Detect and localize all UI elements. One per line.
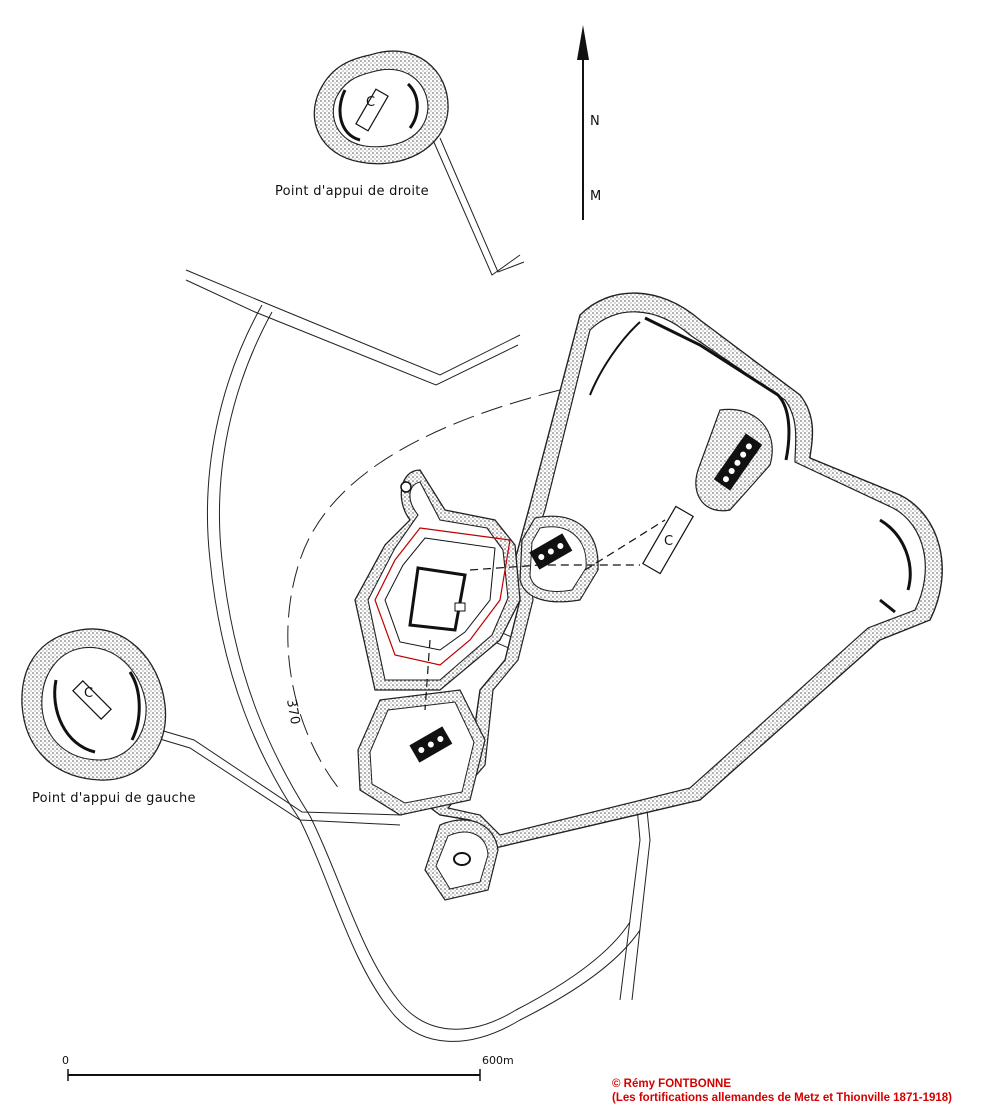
scale-end: 600m [482,1054,514,1067]
battery-south [357,689,486,816]
north-arrow: N M [577,25,602,220]
credit-author: © Rémy FONTBONNE [612,1078,732,1090]
main-enceinte [418,292,943,849]
communication-lines [424,519,666,711]
casern-label-east: C [664,534,673,549]
scale-bar: 0 600m [62,1054,514,1081]
casern-label-right: C [366,95,375,110]
outpost-left: C Point d'appui de gauche [21,628,196,806]
copyright-credit: © Rémy FONTBONNE (Les fortifications all… [612,1077,952,1105]
red-outline [374,527,511,666]
outpost-right-label: Point d'appui de droite [275,184,429,199]
casern-east: C [642,505,694,575]
south-redoubt [424,819,499,901]
contour-label: 370 [283,698,302,726]
casern-label-left: C [84,686,93,701]
magnetic-letter: M [590,189,602,204]
outpost-right: C Point d'appui de droite [275,50,449,199]
scale-start: 0 [62,1054,69,1067]
battery-northeast [695,408,773,512]
central-fort [354,469,521,691]
north-letter: N [590,114,600,129]
credit-book: (Les fortifications allemandes de Metz e… [612,1092,952,1104]
battery-east [519,515,599,603]
outpost-left-label: Point d'appui de gauche [32,791,196,806]
